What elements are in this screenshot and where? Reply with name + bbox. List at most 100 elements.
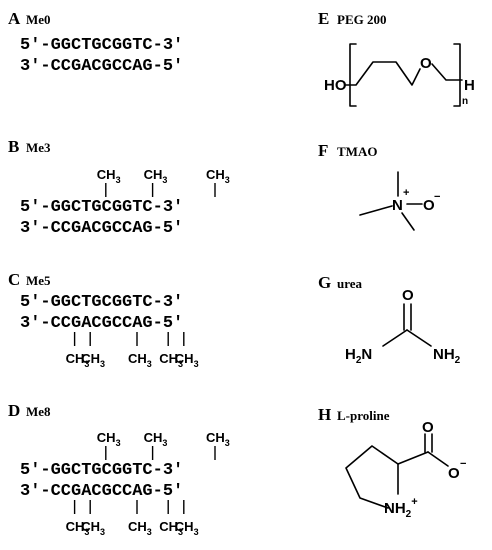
proline-carbonyl-oxygen-label: O <box>422 419 434 436</box>
proline-ammonium-charge: + <box>411 496 417 508</box>
proline-co-single-bond <box>427 451 449 467</box>
methyl-label-top: CH3 <box>97 167 121 185</box>
panel-letter-c: C <box>8 270 20 289</box>
peg-right-bracket <box>453 43 461 107</box>
dna-top-strand: 5′-GGCTGCGGTC-3′ <box>20 293 183 312</box>
panel-name-d: Me8 <box>26 404 51 419</box>
panel-letter-f: F <box>318 141 328 160</box>
proline-ammonium-sub: 2 <box>406 509 412 520</box>
methyl-sub: 3 <box>100 359 105 369</box>
urea-left-amine-sub: 2 <box>356 355 362 366</box>
methyl-sub: 3 <box>178 359 183 369</box>
tmao-methyl-bond-bottom <box>401 212 415 231</box>
methyl-ch: CH <box>66 351 85 366</box>
urea-left-amine-n: N <box>361 346 372 363</box>
panel-letter-g: G <box>318 273 331 292</box>
methyl-label-top: CH3 <box>97 430 121 448</box>
urea-right-amine-label: NH2 <box>433 346 461 366</box>
tmao-oxygen-charge: − <box>434 191 440 203</box>
methyl-ch: CH <box>175 519 194 534</box>
methyl-sub: 3 <box>194 527 199 537</box>
methyl-label-top: CH3 <box>206 167 230 185</box>
panel-f: F TMAO N + O − <box>318 141 440 231</box>
methyl-label-bottom: CH3 <box>128 351 152 369</box>
panel-name-c: Me5 <box>26 273 51 288</box>
peg-terminal-h-label: H <box>464 77 475 94</box>
peg-left-bracket <box>349 43 357 107</box>
urea-structure: O H2N NH2 <box>345 287 461 366</box>
panel-g: G urea O H2N NH2 <box>318 273 461 366</box>
methyl-label-bottom: CH3 <box>128 519 152 537</box>
panel-name-b: Me3 <box>26 140 51 155</box>
methyl-sub: 3 <box>178 527 183 537</box>
methyl-ch: CH <box>97 167 116 182</box>
dna-bottom-strand: 3′-CCGACGCCAG-5′ <box>20 314 183 333</box>
tmao-oxygen-label: O <box>423 197 435 214</box>
methyl-ch: CH <box>206 167 225 182</box>
peg-terminal-bond <box>431 63 463 81</box>
methyl-label-bottom: CH3 <box>66 519 90 537</box>
tmao-nitrogen-charge: + <box>403 187 409 199</box>
proline-carboxylate-charge: − <box>460 458 466 470</box>
methyl-label-bottom: CH3 <box>175 351 199 369</box>
methyl-sub: 3 <box>116 438 121 448</box>
tmao-methyl-bond-left <box>359 205 393 216</box>
methyl-label-bottom: CH3 <box>175 519 199 537</box>
urea-left-amine-h: H <box>345 346 356 363</box>
proline-structure: O O − NH2+ <box>345 419 466 520</box>
methyl-sub: 3 <box>84 527 89 537</box>
panel-letter-d: D <box>8 401 20 420</box>
methyl-ch: CH <box>159 351 178 366</box>
proline-ammonium-nh: NH <box>384 500 406 517</box>
methyl-sub: 3 <box>162 438 167 448</box>
methyl-sub: 3 <box>162 175 167 185</box>
urea-right-amine-sub: 2 <box>455 355 461 366</box>
peg-chain-bond <box>345 61 421 86</box>
panel-letter-b: B <box>8 137 19 156</box>
peg-structure: HO O H n <box>324 43 475 107</box>
methyl-ch: CH <box>144 430 163 445</box>
methyl-label-top: CH3 <box>206 430 230 448</box>
proline-carboxylate-oxygen-label: O <box>448 465 460 482</box>
methyl-sub: 3 <box>194 359 199 369</box>
methyl-ch: CH <box>97 430 116 445</box>
methyl-sub: 3 <box>84 359 89 369</box>
methyl-sub: 3 <box>147 527 152 537</box>
methyl-ch: CH <box>81 519 100 534</box>
tmao-structure: N + O − <box>359 171 440 231</box>
dna-bottom-strand: 3′-CCGACGCCAG-5′ <box>20 57 183 76</box>
peg-oxygen-label: O <box>420 55 432 72</box>
methyl-label-top: CH3 <box>144 430 168 448</box>
panel-letter-a: A <box>8 9 21 28</box>
methyl-ch: CH <box>66 519 85 534</box>
methyl-sub: 3 <box>147 359 152 369</box>
panel-letter-h: H <box>318 405 331 424</box>
urea-oxygen-label: O <box>402 287 414 304</box>
dna-top-strand: 5′-GGCTGCGGTC-3′ <box>20 36 183 55</box>
panel-name-f: TMAO <box>337 144 377 159</box>
panel-name-h: L-proline <box>337 408 390 423</box>
methyl-ch: CH <box>206 430 225 445</box>
methyl-label-bottom: CH3 <box>81 519 105 537</box>
methyl-sub: 3 <box>225 438 230 448</box>
panel-e: E PEG 200 HO O H n <box>318 9 475 107</box>
panel-name-g: urea <box>337 276 363 291</box>
proline-carboxyl-bond <box>397 451 429 465</box>
methyl-ch: CH <box>175 351 194 366</box>
methyl-label-bottom: CH3 <box>81 351 105 369</box>
panel-letter-e: E <box>318 9 329 28</box>
dna-bottom-strand: 3′-CCGACGCCAG-5′ <box>20 219 183 238</box>
methyl-label-top: CH3 <box>144 167 168 185</box>
methyl-ch: CH <box>144 167 163 182</box>
urea-left-cn-bond <box>382 329 408 347</box>
dna-bottom-strand: 3′-CCGACGCCAG-5′ <box>20 482 183 501</box>
methyl-label-bottom: CH3 <box>66 351 90 369</box>
urea-left-amine-label: H2N <box>345 346 372 366</box>
proline-ring-bonds <box>345 445 399 509</box>
